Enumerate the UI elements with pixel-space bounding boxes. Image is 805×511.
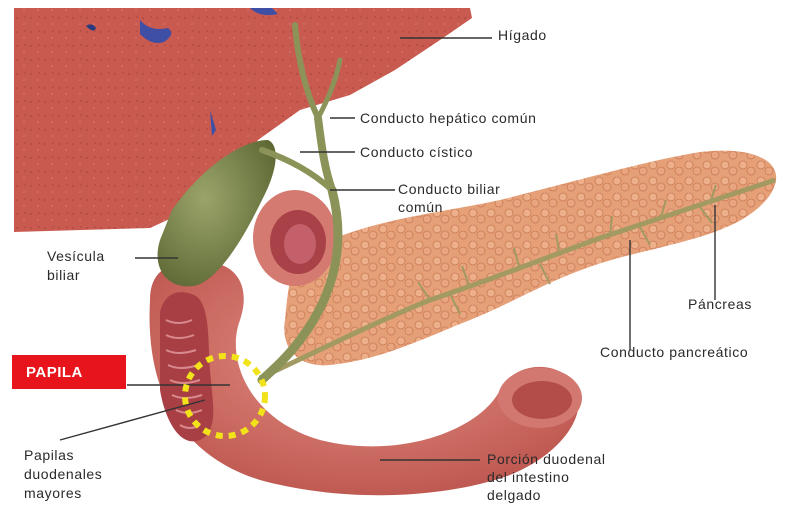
duodenum-lumen (512, 381, 572, 419)
label-common-bile-duct-line2: común (398, 199, 443, 216)
bulb-inner (284, 224, 316, 264)
label-duodenal-portion-line2: del intestino (487, 469, 570, 486)
papila-badge-text: PAPILA (26, 364, 83, 381)
label-duodenal-portion-line1: Porción duodenal (487, 451, 606, 468)
label-gallbladder-line1: Vesícula (47, 248, 105, 265)
label-duodenal-portion-line3: delgado (487, 487, 541, 504)
label-common-hepatic-duct: Conducto hepático común (360, 110, 536, 127)
label-gallbladder-line2: biliar (47, 267, 80, 284)
label-liver: Hígado (498, 27, 547, 44)
label-pancreatic-duct: Conducto pancreático (600, 344, 748, 361)
label-pancreas: Páncreas (688, 296, 752, 313)
label-papillae-line2: duodenales (24, 466, 102, 483)
label-cystic-duct: Conducto cístico (360, 144, 473, 161)
label-papillae-line1: Papilas (24, 447, 74, 464)
label-common-bile-duct-line1: Conducto biliar (398, 181, 500, 198)
label-papillae-line3: mayores (24, 485, 82, 502)
